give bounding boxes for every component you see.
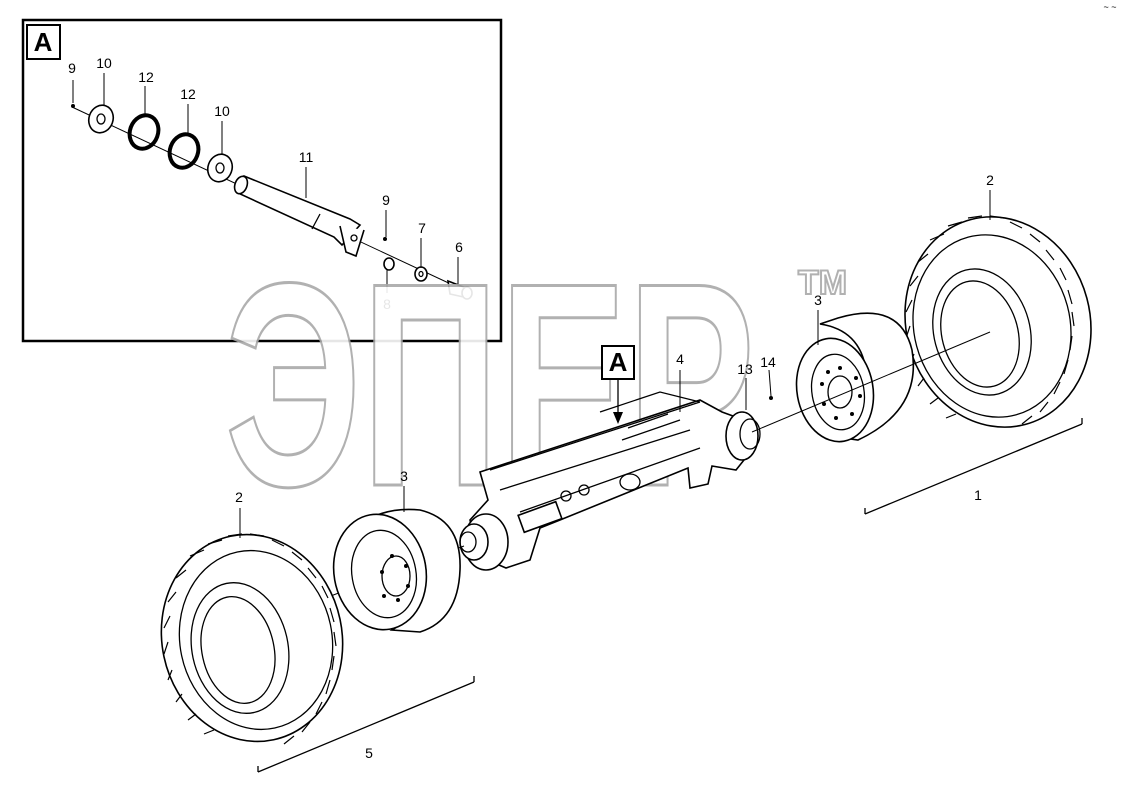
corner-mark: ~ ~ bbox=[1103, 2, 1116, 12]
part-11-pin-shaft bbox=[233, 174, 365, 258]
label-12-left: 12 bbox=[138, 69, 154, 85]
label-7: 7 bbox=[418, 220, 426, 236]
label-2-right: 2 bbox=[986, 172, 994, 188]
main-marker-frame bbox=[601, 345, 635, 380]
detail-marker-frame bbox=[26, 24, 61, 60]
part-9-pin-dot-right bbox=[383, 237, 387, 241]
label-9-left: 9 bbox=[68, 60, 76, 76]
bracket-5 bbox=[257, 681, 475, 773]
label-10-left: 10 bbox=[96, 55, 112, 71]
label-3-left: 3 bbox=[400, 468, 408, 484]
label-6: 6 bbox=[455, 239, 463, 255]
part-6-bolt bbox=[446, 279, 473, 300]
detail-a-box: A bbox=[21, 18, 503, 343]
part-8-bushing bbox=[383, 257, 395, 271]
watermark-tm: TM bbox=[798, 264, 847, 302]
right-wheel-axis bbox=[751, 331, 991, 433]
label-3-right: 3 bbox=[814, 292, 822, 308]
detail-marker-label: A bbox=[34, 27, 53, 57]
label-11: 11 bbox=[299, 149, 314, 165]
bracket-1 bbox=[864, 423, 1083, 515]
label-1: 1 bbox=[974, 487, 982, 503]
rim-right-bolt-holes bbox=[820, 366, 862, 420]
watermark-text: ЭПЕР bbox=[225, 223, 755, 547]
rim-left bbox=[332, 508, 461, 633]
label-2-left: 2 bbox=[235, 489, 243, 505]
tire-left bbox=[160, 533, 344, 745]
part-14-dot bbox=[769, 396, 773, 400]
rim-left-bolt-holes bbox=[380, 554, 410, 602]
rim-right bbox=[795, 312, 915, 443]
label-8: 8 bbox=[383, 296, 391, 312]
label-9-right: 9 bbox=[382, 192, 390, 208]
part-10-washer-left bbox=[87, 104, 115, 134]
label-12-right: 12 bbox=[180, 86, 196, 102]
label-4: 4 bbox=[676, 351, 684, 367]
part-9-pin-dot bbox=[71, 104, 75, 108]
label-13: 13 bbox=[737, 361, 753, 377]
label-5: 5 bbox=[365, 745, 373, 761]
label-14: 14 bbox=[760, 354, 776, 370]
part-12-ring-right bbox=[167, 132, 201, 170]
part-10-washer-right bbox=[206, 153, 234, 183]
axle-assembly bbox=[459, 391, 761, 571]
tire-right bbox=[904, 215, 1092, 428]
label-10-right: 10 bbox=[214, 103, 230, 119]
watermark: ЭПЕР TM bbox=[224, 222, 849, 549]
main-marker-label: A bbox=[609, 347, 628, 377]
main-marker-arrowhead bbox=[613, 412, 623, 424]
part-12-ring-left bbox=[127, 113, 161, 151]
part-7-washer bbox=[414, 266, 428, 282]
